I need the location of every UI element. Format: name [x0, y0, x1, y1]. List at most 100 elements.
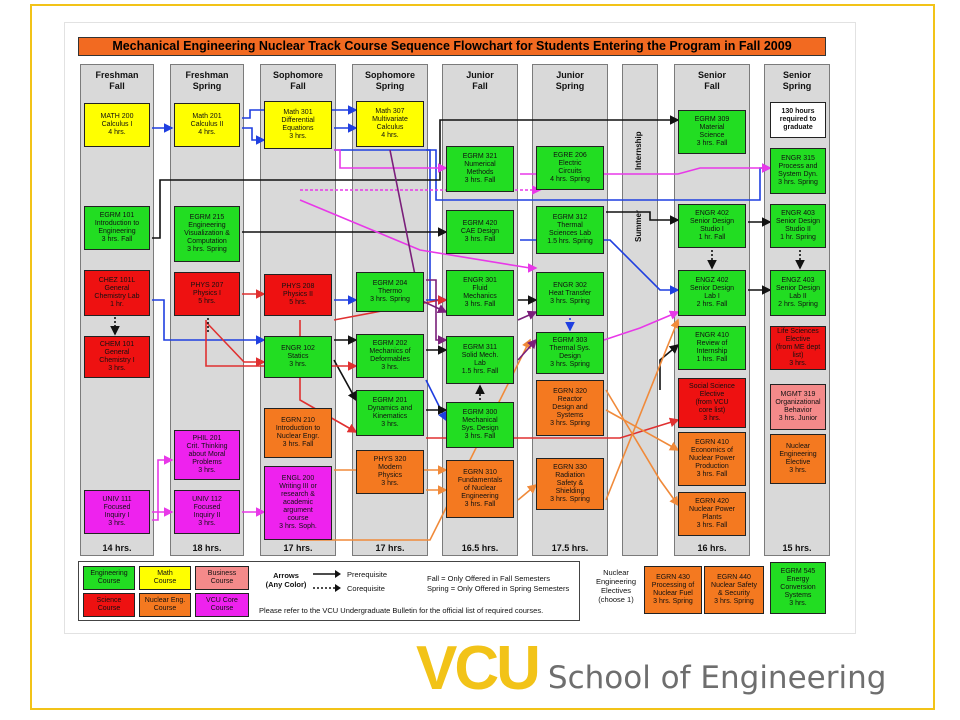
course-phys207[interactable]: PHYS 207 Physics I 5 hrs. [174, 272, 240, 316]
legend-engineering: Engineering Course [83, 566, 135, 590]
graduation-hours-note: 130 hours required to graduate [770, 102, 826, 138]
column-hours: 17 hrs. [375, 543, 405, 553]
course-engr403[interactable]: ENGR 403 Senior Design Studio II 1 hr. S… [770, 204, 826, 248]
legend-panel: Engineering Course Math Course Business … [78, 561, 580, 621]
course-egrm303[interactable]: EGRM 303 Thermal Sys. Design 3 hrs. Spri… [536, 332, 604, 374]
column-hours: 17 hrs. [283, 543, 313, 553]
legend-nuclear: Nuclear Eng. Course [139, 593, 191, 617]
course-chem101[interactable]: CHEM 101 General Chemistry I 3 hrs. [84, 336, 150, 378]
course-nuclear-elective[interactable]: Nuclear Engineering Elective 3 hrs. [770, 434, 826, 484]
column-head: Senior Fall [697, 70, 726, 91]
arrow [299, 199, 538, 273]
legend-spring-note: Spring = Only Offered in Spring Semester… [427, 584, 570, 593]
school-of-engineering-text: School of Engineering [547, 660, 887, 696]
course-engl200[interactable]: ENGL 200 Writing III or research & acade… [264, 466, 332, 540]
arrow [517, 483, 538, 501]
slide-frame [30, 4, 935, 710]
column-head: Sophomore Fall [272, 70, 323, 91]
arrow [605, 409, 680, 451]
course-engr302[interactable]: ENGR 302 Heat Transfer 3 hrs. Spring [536, 272, 604, 316]
arrow [425, 379, 447, 422]
course-univ111[interactable]: UNIV 111 Focused Inquiry I 3 hrs. [84, 490, 150, 534]
course-egre206[interactable]: EGRE 206 Electric Circuits 4 hrs. Spring [536, 146, 604, 190]
column-hours: 15 hrs. [782, 543, 812, 553]
course-egrm300[interactable]: EGRM 300 Mechanical Sys. Design 3 hrs. F… [446, 402, 514, 448]
column-head: Senior Spring [782, 70, 812, 91]
arrow [426, 279, 448, 345]
arrow [152, 455, 174, 521]
legend-arrow-samples [313, 570, 341, 592]
course-phys320[interactable]: PHYS 320 Modern Physics 3 hrs. [356, 450, 424, 494]
flowchart-title: Mechanical Engineering Nuclear Track Cou… [78, 37, 826, 56]
arrow [517, 338, 538, 361]
course-mgmt319[interactable]: MGMT 319 Organizational Behavior 3 hrs. … [770, 384, 826, 430]
course-egrm420[interactable]: EGRM 420 CAE Design 3 hrs. Fall [446, 210, 514, 254]
vcu-school-of-engineering-logo: VCU School of Engineering [416, 634, 887, 703]
course-egrm204[interactable]: EGRM 204 Thermo 3 hrs. Spring [356, 272, 424, 312]
legend-math: Math Course [139, 566, 191, 590]
course-egrm101[interactable]: EGRM 101 Introduction to Engineering 3 h… [84, 206, 150, 250]
course-egrn320[interactable]: EGRN 320 Reactor Design and Systems 3 hr… [536, 380, 604, 436]
column-head: Sophomore Spring [364, 70, 415, 91]
course-egrn310[interactable]: EGRN 310 Fundamentals of Nuclear Enginee… [446, 460, 514, 518]
column-head: Freshman Fall [95, 70, 139, 91]
course-math307[interactable]: Math 307 Multivariate Calculus 4 hrs. [356, 101, 424, 147]
column-head: Junior Fall [466, 70, 494, 91]
electives-label: Nuclear Engineering Electives (choose 1) [595, 568, 637, 604]
legend-fall-note: Fall = Only Offered in Fall Semesters [427, 574, 551, 583]
column-hours: 16 hrs. [697, 543, 727, 553]
course-engr315[interactable]: ENGR 315 Process and System Dyn. 3 hrs. … [770, 148, 826, 194]
column-head: Freshman Spring [185, 70, 229, 91]
course-univ112[interactable]: UNIV 112 Focused Inquiry II 3 hrs. [174, 490, 240, 534]
course-engz402[interactable]: ENGZ 402 Senior Design Lab I 2 hrs. Fall [678, 270, 746, 316]
course-egrm311[interactable]: EGRM 311 Solid Mech. Lab 1.5 hrs. Fall [446, 336, 514, 384]
course-life-sciences-elective[interactable]: Life Sciences Elective (from ME dept lis… [770, 326, 826, 370]
course-engr402[interactable]: ENGR 402 Senior Design Studio I 1 hr. Fa… [678, 204, 746, 248]
course-egrn410[interactable]: EGRN 410 Economics of Nuclear Power Prod… [678, 432, 746, 486]
legend-prereq: Prerequisite [347, 570, 388, 579]
course-egrm545[interactable]: EGRM 545 Energy Conversion Systems 3 hrs… [770, 562, 826, 614]
arrow [152, 115, 680, 239]
arrow [606, 211, 680, 225]
arrow [333, 295, 448, 321]
course-engr410[interactable]: ENGR 410 Review of Internship 1 hrs. Fal… [678, 326, 746, 370]
course-math200[interactable]: MATH 200 Calculus I 4 hrs. [84, 103, 150, 147]
column-hours: 18 hrs. [192, 543, 222, 553]
course-egrn430[interactable]: EGRN 430 Processing of Nuclear Fuel 3 hr… [644, 566, 702, 614]
course-egrn420[interactable]: EGRN 420 Nuclear Power Plants 3 hrs. Fal… [678, 492, 746, 536]
course-math201[interactable]: Math 201 Calculus II 4 hrs. [174, 103, 240, 147]
legend-coreq: Corequisite [347, 584, 385, 593]
column-hours: 17.5 hrs. [551, 543, 589, 553]
course-egrm312[interactable]: EGRM 312 Thermal Sciences Lab 1.5 hrs. S… [536, 206, 604, 254]
arrow [605, 318, 680, 501]
course-egrn210[interactable]: EGRN 210 Introduction to Nuclear Engr. 3… [264, 408, 332, 458]
course-math301[interactable]: Math 301 Differential Equations 3 hrs. [264, 101, 332, 149]
course-egrn330[interactable]: EGRN 330 Radiation Safety & Shielding 3 … [536, 458, 604, 510]
arrow [659, 343, 680, 390]
arrow [517, 310, 538, 321]
legend-vcucore: VCU Core Course [195, 593, 249, 617]
course-egrn440[interactable]: EGRN 440 Nuclear Safety & Security 3 hrs… [704, 566, 764, 614]
course-phys208[interactable]: PHYS 208 Physics II 5 hrs. [264, 274, 332, 316]
course-egrm202[interactable]: EGRM 202 Mechanics of Deformables 3 hrs. [356, 334, 424, 378]
course-engz403[interactable]: ENGZ 403 Senior Design Lab II 2 hrs. Spr… [770, 270, 826, 316]
arrow [242, 127, 266, 145]
arrow [603, 310, 680, 341]
course-egrm321[interactable]: EGRM 321 Numerical Methods 3 hrs. Fall [446, 146, 514, 192]
column-head: Junior Spring [555, 70, 585, 91]
arrow [605, 389, 679, 507]
legend-business: Business Course [195, 566, 249, 590]
arrow [152, 299, 266, 345]
course-engr301[interactable]: ENGR 301 Fluid Mechanics 3 hrs. Fall [446, 270, 514, 316]
legend-science: Science Course [83, 593, 135, 617]
course-social-science-elective[interactable]: Social Science Elective (from VCU core l… [678, 378, 746, 428]
vcu-logo-mark: VCU [416, 634, 541, 703]
course-egrm309[interactable]: EGRM 309 Material Science 3 hrs. Fall [678, 110, 746, 154]
course-chez101[interactable]: CHEZ 101L General Chemistry Lab 1 hr. [84, 270, 150, 316]
column-summer [622, 64, 658, 556]
course-egrm215[interactable]: EGRM 215 Engineering Visualization & Com… [174, 206, 240, 262]
course-phil201[interactable]: PHIL 201 Crit. Thinking about Moral Prob… [174, 430, 240, 480]
course-engr102[interactable]: ENGR 102 Statics 3 hrs. [264, 336, 332, 378]
legend-arrows-title: Arrows (Any Color) [265, 571, 307, 589]
course-egrm201[interactable]: EGRM 201 Dynamics and Kinematics 3 hrs. [356, 390, 424, 436]
